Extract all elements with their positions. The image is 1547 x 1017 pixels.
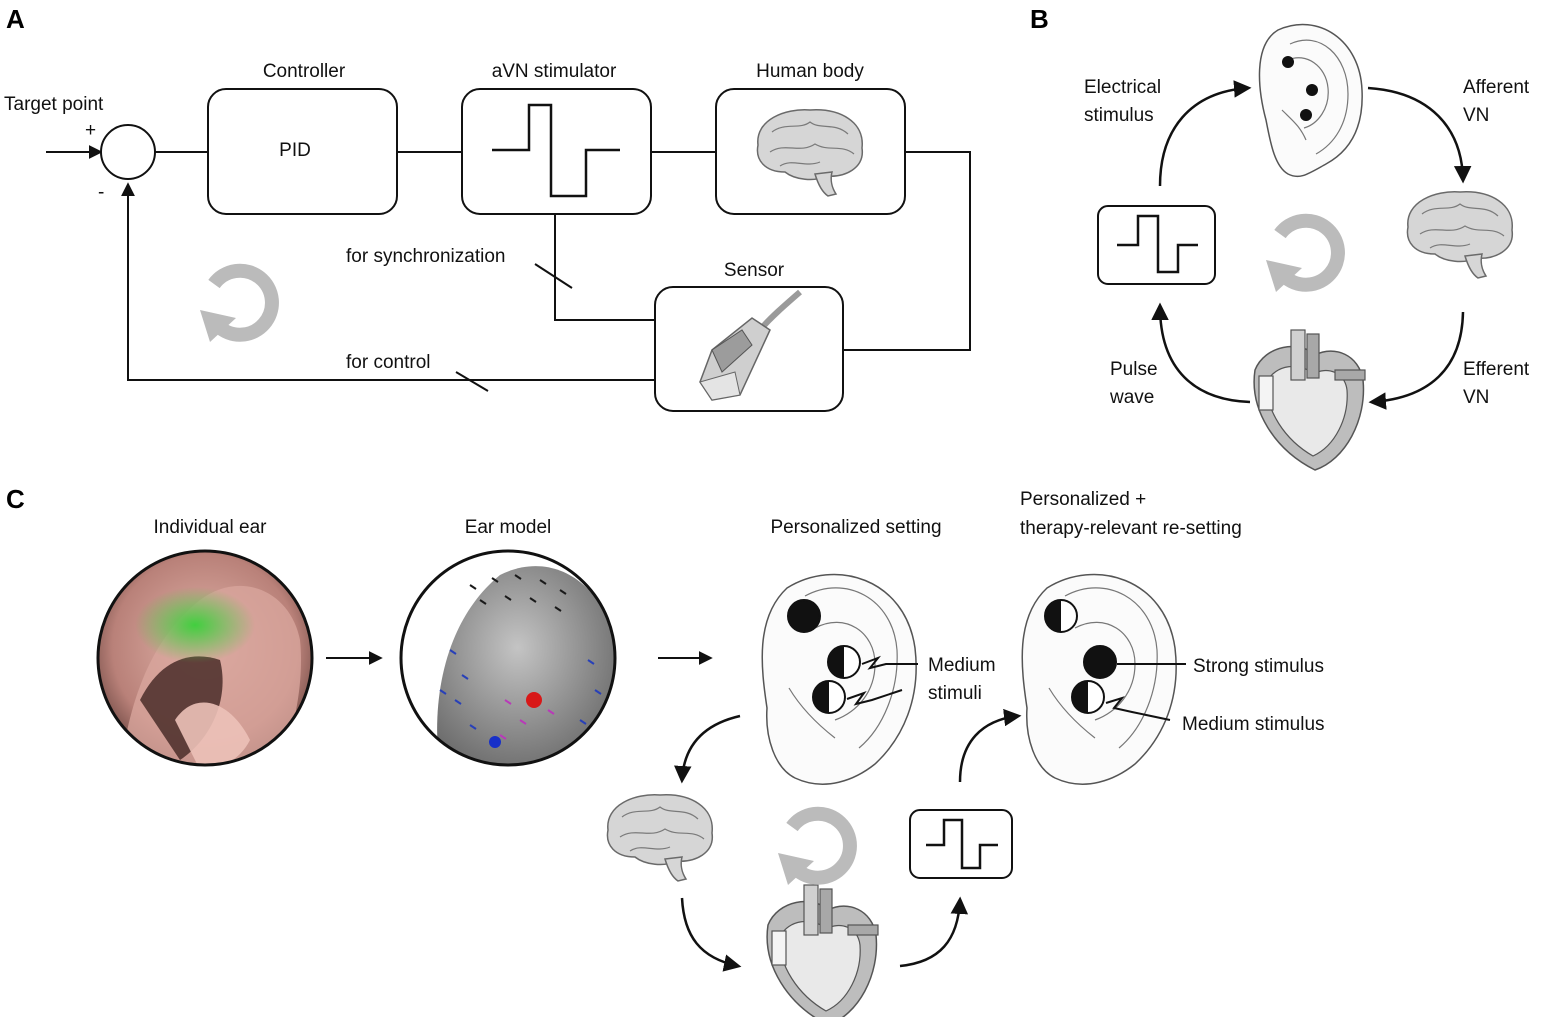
electrical-line2: stimulus: [1084, 105, 1154, 126]
sync-leader: [534, 263, 573, 289]
resetting-line2: therapy-relevant re-setting: [1020, 518, 1242, 539]
biphasic-pulse-icon: [1117, 214, 1198, 274]
efferent-line1: Efferent: [1463, 359, 1530, 380]
brain-icon: [606, 794, 713, 882]
target-point-label: Target point: [4, 94, 104, 115]
leader-medium-1: [861, 655, 918, 670]
cycle-arrow-icon: [1266, 213, 1345, 292]
electrode-medium: [1044, 599, 1078, 633]
personalized-setting-title: Personalized setting: [770, 517, 941, 538]
arrow-stimulus-ear-c: [958, 708, 1022, 783]
efferent-line2: VN: [1463, 387, 1489, 408]
pulse-line2: wave: [1109, 387, 1154, 408]
afferent-line2: VN: [1463, 105, 1489, 126]
arrow-stimulus-ear: [1158, 80, 1252, 187]
pulse-line1: Pulse: [1110, 359, 1158, 380]
individual-ear-title: Individual ear: [153, 517, 267, 538]
arrow-ear-brain-c: [674, 714, 741, 784]
brain-icon: [1406, 191, 1513, 279]
heart-icon: [766, 884, 879, 1017]
arrow-brain-heart-c: [680, 897, 742, 972]
controller-body: PID: [279, 140, 311, 161]
strong-stimulus-label: Strong stimulus: [1193, 656, 1324, 677]
ear-icon: [1021, 573, 1177, 785]
stimulator-box-b: [1097, 205, 1216, 285]
medium-line1: Medium: [928, 655, 996, 676]
panel-label-a: A: [6, 4, 25, 34]
feedback-wire: [121, 182, 655, 381]
summing-junction: [100, 124, 156, 180]
control-leader: [455, 371, 489, 392]
wire-body-sensor: [843, 151, 971, 351]
plus-sign: +: [85, 120, 96, 141]
leader-medium-2: [846, 689, 903, 706]
brain-icon: [756, 109, 863, 197]
arrow-brain-heart: [1368, 311, 1465, 410]
heart-icon: [1253, 329, 1366, 471]
panel-label-b: B: [1030, 4, 1049, 34]
stimulator-box: [461, 88, 652, 215]
minus-sign: -: [98, 182, 104, 203]
electrode-medium: [812, 680, 846, 714]
human-body-title: Human body: [756, 61, 864, 82]
biphasic-pulse-icon: [926, 818, 998, 870]
ear-icon: [761, 573, 917, 785]
panel-label-c: C: [6, 484, 25, 514]
resetting-line1: Personalized +: [1020, 489, 1146, 510]
ear-icon: [1258, 23, 1363, 178]
sync-label: for synchronization: [346, 246, 505, 267]
control-label: for control: [346, 352, 430, 373]
medium-line2: stimuli: [928, 683, 982, 704]
biphasic-pulse-icon: [492, 103, 620, 198]
arrow-heart-stimulus: [1151, 302, 1251, 404]
panel-a: Target point + - Controller PID aVN stim…: [4, 61, 971, 412]
arrow-heart-stimulus-c: [899, 896, 969, 968]
individual-ear-photo: [96, 549, 314, 767]
pulse-sensor-icon: [699, 289, 802, 401]
cycle-arrow-icon: [200, 263, 279, 342]
controller-title: Controller: [263, 61, 346, 82]
controller-box: [207, 88, 398, 215]
ear-model-title: Ear model: [465, 517, 552, 538]
electrical-line1: Electrical: [1084, 77, 1161, 98]
cycle-arrow-icon: [778, 806, 857, 885]
electrode-strong: [787, 599, 821, 633]
panel-c: Individual ear Ear model Personalized se…: [96, 489, 1325, 1017]
leader-medium-3: [1105, 696, 1171, 721]
panel-b: Electrical stimulus Afferent VN Efferent…: [1084, 23, 1530, 471]
afferent-line1: Afferent: [1463, 77, 1530, 98]
stimulator-title: aVN stimulator: [492, 61, 617, 82]
electrode-medium: [1071, 680, 1105, 714]
wire-sync: [554, 214, 655, 321]
electrode-medium: [827, 645, 861, 679]
electrode-strong: [1083, 645, 1117, 679]
arrow-ear-brain: [1367, 86, 1472, 184]
medium-stimulus-label: Medium stimulus: [1182, 714, 1325, 735]
sensor-title: Sensor: [724, 260, 785, 281]
ear-model-render: [399, 549, 617, 767]
